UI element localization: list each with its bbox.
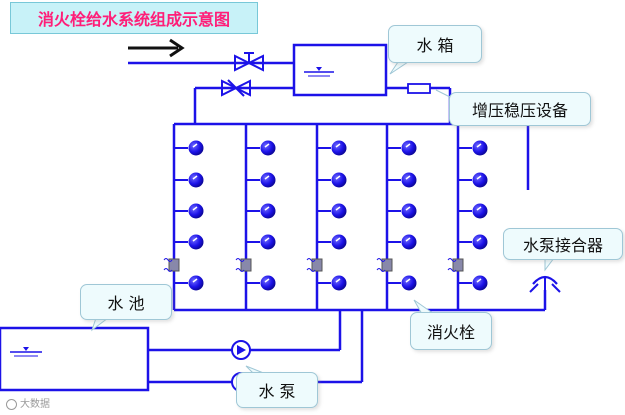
pressure-reducer-mark xyxy=(376,258,386,262)
pump-icon xyxy=(231,340,251,360)
hydrant-highlight xyxy=(264,278,270,283)
water-level-icon xyxy=(304,67,334,77)
hydrant-icon xyxy=(188,172,204,188)
callout-pool: 水 池 xyxy=(80,284,172,320)
check-valve-icon xyxy=(221,79,251,97)
title-banner: 消火栓给水系统组成示意图 xyxy=(10,2,258,34)
hydrant-icon xyxy=(472,172,488,188)
pump-adapter-icon xyxy=(529,275,561,293)
pressure-reducer-mark xyxy=(447,258,457,262)
pressure-reducer-icon xyxy=(452,258,464,272)
hydrant-highlight xyxy=(264,143,270,148)
watermark: 大数据 xyxy=(6,395,50,410)
hydrant-icon xyxy=(472,203,488,219)
pressure-reducer-mark xyxy=(447,268,457,272)
pressure-reducer-mark xyxy=(235,258,245,262)
hydrant-icon xyxy=(472,275,488,291)
hydrant-highlight xyxy=(335,278,341,283)
water-tank xyxy=(292,43,388,97)
hydrant-highlight xyxy=(192,206,198,211)
hydrant-icon xyxy=(401,140,417,156)
water-pool xyxy=(0,326,150,392)
watermark-icon xyxy=(6,398,17,410)
hydrant-icon xyxy=(472,234,488,250)
flow-arrow-icon xyxy=(128,38,185,58)
hydrant-icon xyxy=(260,234,276,250)
pressure-reducer-mark xyxy=(163,258,173,262)
hydrant-highlight xyxy=(335,175,341,180)
hydrant-highlight xyxy=(192,175,198,180)
hydrant-highlight xyxy=(192,143,198,148)
hydrant-icon xyxy=(260,203,276,219)
hydrant-highlight xyxy=(476,143,482,148)
hydrant-icon xyxy=(188,275,204,291)
hydrant-icon xyxy=(401,275,417,291)
hydrant-icon xyxy=(331,275,347,291)
callout-booster: 增压稳压设备 xyxy=(449,92,591,126)
hydrant-highlight xyxy=(476,278,482,283)
hydrant-icon xyxy=(331,172,347,188)
hydrant-highlight xyxy=(335,143,341,148)
hydrant-icon xyxy=(472,140,488,156)
riser-network xyxy=(163,122,530,310)
pressure-reducer-mark xyxy=(163,268,173,272)
hydrant-icon xyxy=(188,234,204,250)
hydrant-highlight xyxy=(264,237,270,242)
hydrant-highlight xyxy=(264,206,270,211)
pressure-reducer-mark xyxy=(306,258,316,262)
diagram-title: 消火栓给水系统组成示意图 xyxy=(37,10,230,29)
pressure-reducer-icon xyxy=(240,258,252,272)
hydrant-icon xyxy=(188,140,204,156)
callout-pump-adapter: 水泵接合器 xyxy=(503,228,623,260)
hydrant-highlight xyxy=(476,237,482,242)
bottom-main-pipe xyxy=(148,290,547,384)
hydrant-icon xyxy=(331,140,347,156)
hydrant-icon xyxy=(260,275,276,291)
water-level-icon xyxy=(10,347,42,357)
hydrant-highlight xyxy=(476,206,482,211)
watermark-text: 大数据 xyxy=(20,399,50,410)
hydrant-highlight xyxy=(405,175,411,180)
hydrant-icon xyxy=(401,203,417,219)
pressure-reducer-icon xyxy=(381,258,393,272)
hydrant-icon xyxy=(260,172,276,188)
pressure-reducer-mark xyxy=(306,268,316,272)
callout-pump: 水 泵 xyxy=(236,372,318,408)
hydrant-highlight xyxy=(405,237,411,242)
hydrant-highlight xyxy=(192,278,198,283)
hydrant-highlight xyxy=(476,175,482,180)
hydrant-icon xyxy=(331,234,347,250)
pressure-reducer-icon xyxy=(168,258,180,272)
booster-device xyxy=(407,83,431,94)
pressure-reducer-icon xyxy=(311,258,323,272)
hydrant-highlight xyxy=(405,206,411,211)
hydrant-highlight xyxy=(405,278,411,283)
hydrant-highlight xyxy=(405,143,411,148)
callout-hydrant: 消火栓 xyxy=(410,312,492,350)
hydrant-highlight xyxy=(192,237,198,242)
hydrant-highlight xyxy=(335,237,341,242)
pressure-reducer-mark xyxy=(376,268,386,272)
pressure-reducer-mark xyxy=(235,268,245,272)
hydrant-highlight xyxy=(335,206,341,211)
callout-water-tank: 水 箱 xyxy=(388,25,482,63)
hydrant-icon xyxy=(401,234,417,250)
hydrant-icon xyxy=(331,203,347,219)
hydrant-icon xyxy=(188,203,204,219)
hydrant-icon xyxy=(401,172,417,188)
gate-valve-icon xyxy=(234,52,264,72)
hydrant-highlight xyxy=(264,175,270,180)
hydrant-icon xyxy=(260,140,276,156)
